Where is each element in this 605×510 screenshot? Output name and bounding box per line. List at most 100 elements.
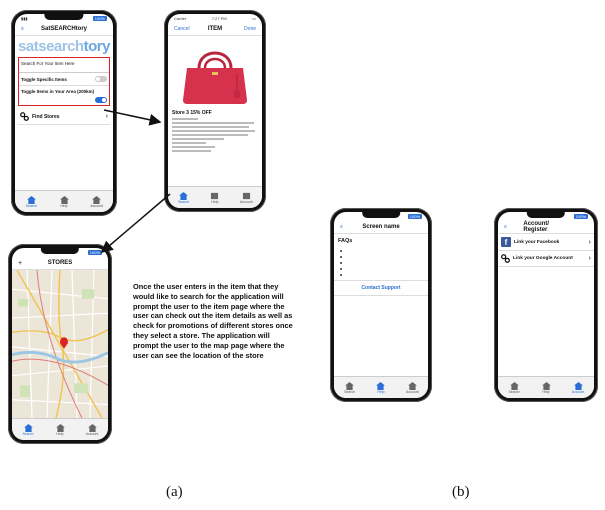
tab-account[interactable]: Account [231,187,262,208]
notch [44,14,84,20]
toggle-specific-row[interactable]: Toggle Specific Items [19,73,109,86]
battery-icon: ▭ [252,16,256,21]
tab-search[interactable]: Search [334,377,365,398]
list-item [340,250,342,252]
battery-badge: 100% [87,250,102,255]
nav-title: STORES [47,260,73,266]
map-screen: 10:17 100% + STORES [12,248,108,440]
notch [40,248,80,254]
nav-bar: ≡ Screen name [334,221,428,234]
home-icon [23,423,33,432]
tab-help[interactable]: Help [44,419,76,440]
status-time: 7:27 PM [211,16,227,21]
menu-icon[interactable]: ≡ [504,224,507,230]
list-item [340,256,342,258]
home-icon [179,191,189,200]
home-icon [541,381,551,390]
link-facebook-label: Link your Facebook [514,239,560,245]
tab-help[interactable]: Help [365,377,396,398]
nav-title: SatSEARCHtory [40,26,87,32]
phone-account: 10:17 100% ≡ Account/ Register f Link yo… [494,208,598,402]
home-icon [407,381,417,390]
find-stores-row[interactable]: Find Stores › [18,109,110,125]
search-screen: ▮▮▮ 10:17 100% ≡ SatSEARCHtory satsearch… [15,14,113,212]
tab-bar: Search Help Account [334,376,428,398]
help-icon [211,192,219,199]
find-stores-label: Find Stores [32,113,60,120]
toggle-area-label: Toggle Items in Your Area (200km) [21,89,95,94]
account-screen: 10:17 100% ≡ Account/ Register f Link yo… [498,212,594,398]
search-input[interactable]: Search For Your Item Here [19,58,109,73]
toggle-area-switch[interactable] [95,97,107,103]
phone-map: 10:17 100% + STORES [8,244,112,444]
home-icon [92,195,102,204]
nav-bar: Cancel ITEM Done [168,23,262,36]
link-chain-icon [501,254,510,263]
faq-heading: FAQs [338,238,353,244]
tab-account[interactable]: Account [76,419,108,440]
toggle-area-row[interactable]: Toggle Items in Your Area (200km) [19,86,109,97]
status-bar: Carrier 7:27 PM ▭ [168,14,262,23]
zoom-in-button[interactable]: + [18,259,23,267]
list-item [340,274,342,276]
phone-help: 10:17 100% ≡ Screen name FAQs Contact Su… [330,208,432,402]
faq-list [334,250,428,276]
location-pin-icon [60,337,68,349]
battery-badge: 100% [92,16,107,21]
tab-help[interactable]: Help [199,187,230,208]
carrier-label: Carrier [174,16,187,21]
home-icon [55,423,65,432]
home-icon [376,381,386,390]
facebook-icon: f [501,237,511,247]
tab-account[interactable]: Account [562,377,594,398]
home-icon [345,381,355,390]
tab-help[interactable]: Help [530,377,562,398]
chevron-right-icon: › [588,255,591,262]
contact-support-button[interactable]: Contact Support [334,280,428,296]
caption-b: (b) [452,484,470,500]
menu-icon[interactable]: ≡ [21,26,24,32]
link-chain-icon [20,112,29,121]
link-google-row[interactable]: Link your Google Account › [498,251,594,267]
tab-account[interactable]: Account [397,377,428,398]
menu-icon[interactable]: ≡ [340,224,343,230]
phone-search: ▮▮▮ 10:17 100% ≡ SatSEARCHtory satsearch… [11,10,117,216]
search-options-highlight: Search For Your Item Here Toggle Specifi… [18,57,110,106]
list-item [340,262,342,264]
map-view[interactable] [12,269,108,419]
tab-account[interactable]: Account [80,191,113,212]
store-promo-text: Store 3 15% OFF [172,110,212,116]
tab-search[interactable]: Search [498,377,530,398]
done-button[interactable]: Done [244,26,256,32]
tab-search[interactable]: Search [168,187,199,208]
nav-title: Account/ Register [523,221,550,233]
item-screen: Carrier 7:27 PM ▭ Cancel ITEM Done Store… [168,14,262,208]
chevron-right-icon: › [588,238,591,246]
cancel-button[interactable]: Cancel [174,26,190,32]
home-icon [26,195,36,204]
caption-a: (a) [166,484,183,500]
link-google-label: Link your Google Account [513,256,573,261]
battery-badge: 100% [573,214,588,219]
chevron-right-icon: › [105,113,108,120]
flow-description: Once the user enters in the item that th… [133,282,293,360]
map-streets [12,269,108,419]
link-facebook-row[interactable]: f Link your Facebook › [498,234,594,251]
item-details-text [168,118,262,152]
home-icon [59,195,69,204]
toggle-specific-switch[interactable] [95,76,107,82]
signal-icon: ▮▮▮ [21,16,28,21]
tab-search[interactable]: Search [12,419,44,440]
battery-badge: 100% [407,214,422,219]
tab-search[interactable]: Search [15,191,48,212]
account-icon [242,192,250,199]
home-icon [573,381,583,390]
toggle-specific-label: Toggle Specific Items [21,76,67,82]
home-icon [87,423,97,432]
phone-item: Carrier 7:27 PM ▭ Cancel ITEM Done Store… [164,10,266,212]
nav-bar: + STORES [12,257,108,270]
notch [362,212,400,218]
tab-help[interactable]: Help [48,191,81,212]
tab-bar: Search Help Account [12,418,108,440]
